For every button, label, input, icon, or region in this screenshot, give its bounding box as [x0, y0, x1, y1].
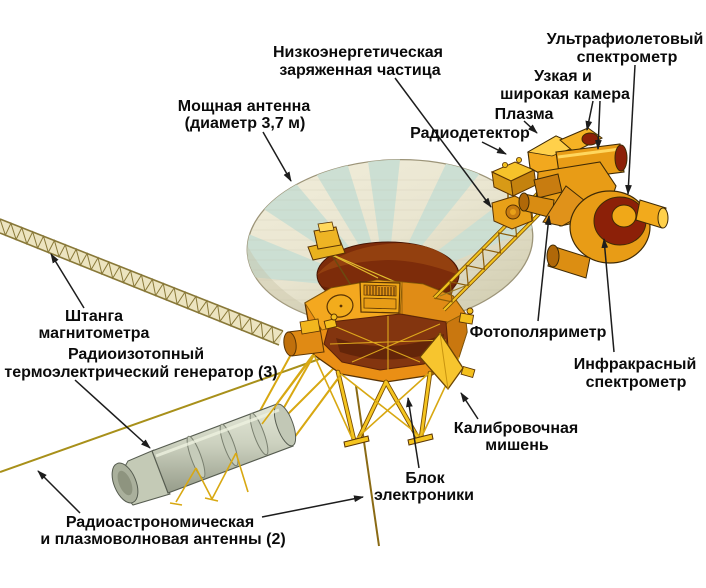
label-radio-astronomy-line-1: Радиоастрономическая [66, 514, 254, 531]
label-magnetometer-boom-line-1: Штанга [65, 308, 123, 325]
rtg-assembly [111, 403, 297, 506]
leader-plasma [523, 120, 538, 134]
rtg-ring-2 [219, 423, 239, 467]
leader-calibration-target [460, 392, 479, 420]
label-high-gain-antenna-line-1: Мощная антенна [178, 98, 311, 115]
label-radio-astronomy-line-2: и плазмоволновая антенны (2) [40, 531, 285, 548]
rtg-legs [169, 452, 249, 506]
leader-high-gain-antenna [262, 131, 292, 182]
uv-spectrometer-instrument [546, 244, 591, 279]
label-cameras-line-1: Узкая и [534, 68, 592, 85]
leader-camera-b [594, 100, 602, 150]
magnetometer-boom-zigzag [0, 218, 284, 345]
leader-radio-astronomy-a [37, 470, 81, 514]
magnetometer-boom [0, 218, 284, 346]
label-low-energy-particle-line-2: заряженная частица [279, 62, 440, 79]
photopolarimeter-instrument [518, 185, 595, 227]
radio-detector-platform [490, 156, 537, 205]
ir-spectrometer-drum [569, 190, 669, 264]
bus-interior-shadow [336, 334, 444, 360]
leader-radio-detector [481, 141, 507, 155]
leader-ir-spectrometer [601, 238, 615, 353]
label-electronics-unit-line-1: Блок [405, 470, 445, 487]
label-radio-detector: Радиодетектор [410, 125, 530, 142]
leader-electronics-unit [406, 397, 420, 469]
label-uv-spectrometer-line-1: Ультрафиолетовый [547, 31, 704, 48]
radio-antenna-down [355, 385, 380, 547]
boom-attach-cylinder [283, 318, 325, 357]
leader-magnetometer-boom [50, 253, 85, 309]
label-low-energy-particle-line-1: Низкоэнергетическая [273, 44, 443, 61]
leader-uv-spectrometer [625, 64, 636, 195]
label-cameras-line-2: широкая камера [500, 86, 630, 103]
science-instrument-cluster [518, 127, 669, 279]
rtg-ring-1 [186, 435, 206, 479]
label-ir-spectrometer-line-1: Инфракрасный [574, 356, 697, 373]
label-plasma: Плазма [495, 106, 554, 123]
plasma-wave-antenna-left [0, 355, 329, 473]
label-magnetometer-boom-line-2: магнитометра [39, 325, 150, 342]
labels: Низкоэнергетическая заряженная частица У… [4, 31, 703, 548]
label-electronics-unit-line-2: электроники [374, 487, 474, 504]
leader-photopolarimeter [537, 215, 552, 322]
feed-top [317, 221, 335, 233]
leader-radio-astronomy-b [261, 495, 364, 518]
leader-rtg [74, 379, 151, 449]
calibration-target-plate [419, 331, 464, 391]
label-rtg-line-2: термоэлектрический генератор (3) [4, 364, 277, 381]
label-rtg-line-1: Радиоизотопный [68, 346, 204, 363]
rtg-ring-3 [249, 412, 269, 456]
label-ir-spectrometer-line-2: спектрометр [586, 374, 687, 391]
label-uv-spectrometer-line-2: спектрометр [577, 49, 678, 66]
feed-assembly [307, 221, 399, 288]
label-high-gain-antenna-line-2: (диаметр 3,7 м) [185, 115, 306, 132]
label-calibration-target-line-2: мишень [485, 437, 549, 454]
leader-lines [37, 64, 636, 518]
bus-interior-struts [329, 316, 447, 370]
label-calibration-target-line-1: Калибровочная [454, 420, 578, 437]
thruster-knobs [323, 307, 476, 379]
leader-camera-a [585, 100, 594, 131]
bus-grille-panel [359, 281, 401, 314]
label-photopolarimeter: Фотополяриметр [470, 324, 607, 341]
leader-low-energy-particle [394, 77, 492, 208]
